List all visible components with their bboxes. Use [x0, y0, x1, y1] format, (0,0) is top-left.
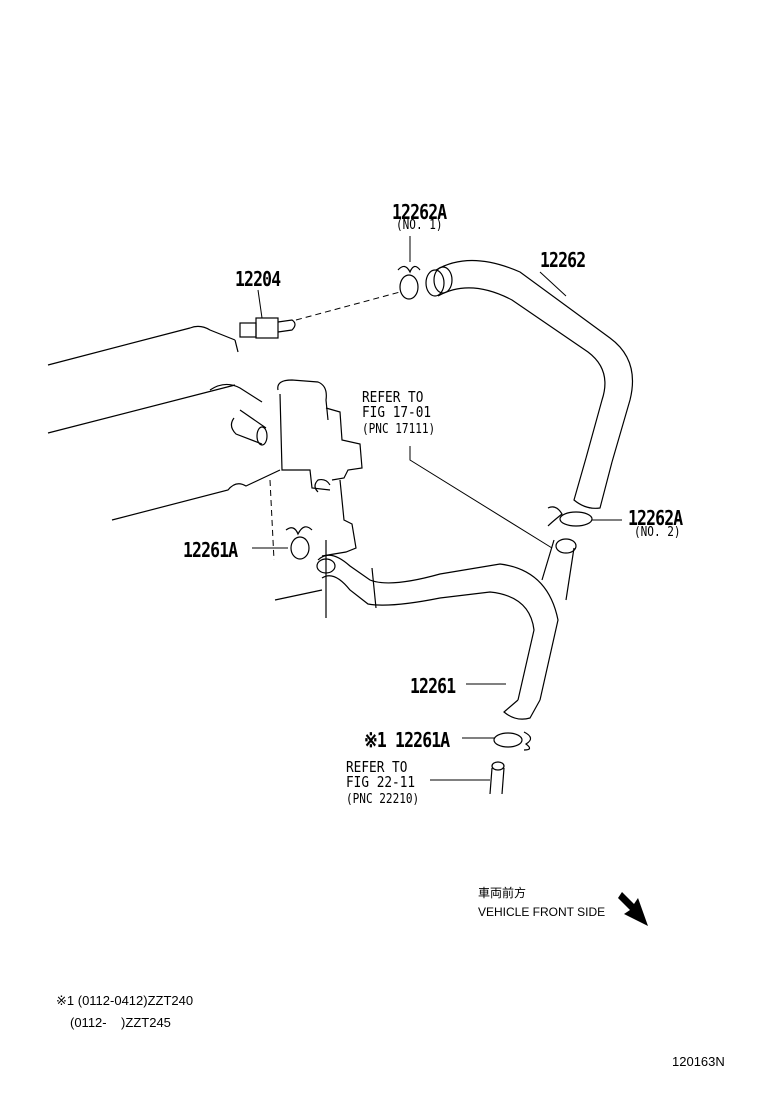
water-outlet-housing [269, 379, 363, 618]
hose-12262 [425, 259, 634, 509]
clamp-12262a-no1 [397, 236, 421, 300]
reference-line: FIG 17-01 [362, 403, 432, 421]
front-direction-arrow-icon [618, 892, 648, 926]
reference-line: REFER TO [346, 758, 408, 776]
part-label-12204[interactable]: 12204 [235, 267, 281, 291]
reference-note-fig-22-11[interactable]: REFER TO FIG 22-11 (PNC 22210) [346, 758, 420, 808]
part-label-12261[interactable]: 12261 [410, 674, 456, 698]
clamp-12261a-upper [252, 526, 313, 560]
footnote-line: (0112- )ZZT245 [70, 1015, 171, 1030]
water-outlet-pipe [230, 409, 268, 446]
part-sublabel-no1: (NO. 1) [396, 218, 443, 233]
part-label-12262[interactable]: 12262 [540, 248, 586, 272]
reference-line: FIG 22-11 [346, 773, 416, 791]
reference-line: REFER TO [362, 388, 424, 406]
reference-hose-22210 [430, 761, 505, 795]
sensor-12204 [239, 289, 401, 339]
engine-head-outline [47, 325, 323, 601]
direction-english: VEHICLE FRONT SIDE [478, 905, 606, 919]
part-label-12262a-no2[interactable]: 12262A [628, 506, 683, 530]
footnote: ※1 (0112-0412)ZZT240 (0112- )ZZT245 [56, 990, 193, 1034]
reference-line: (PNC 22210) [346, 792, 420, 807]
part-label-12261a-upper[interactable]: 12261A [183, 538, 238, 562]
hose-12261 [316, 554, 559, 720]
reference-line: (PNC 17111) [362, 422, 436, 437]
direction-japanese: 車両前方 [478, 886, 527, 900]
clamp-12262a-no2 [547, 506, 622, 527]
reference-pipe-17111 [409, 446, 577, 601]
part-label-12262a-no1[interactable]: 12262A [392, 200, 447, 224]
illustration-code: 120163N [672, 1054, 725, 1069]
clamp-12261a-lower [462, 731, 532, 751]
part-sublabel-no2: (NO. 2) [634, 525, 681, 540]
part-label-12261a-lower[interactable]: ※1 12261A [364, 728, 450, 752]
vehicle-front-indicator: 車両前方 VEHICLE FRONT SIDE [478, 884, 605, 922]
footnote-line: ※1 (0112-0412)ZZT240 [56, 993, 194, 1008]
reference-note-fig-17-01[interactable]: REFER TO FIG 17-01 (PNC 17111) [362, 388, 436, 438]
